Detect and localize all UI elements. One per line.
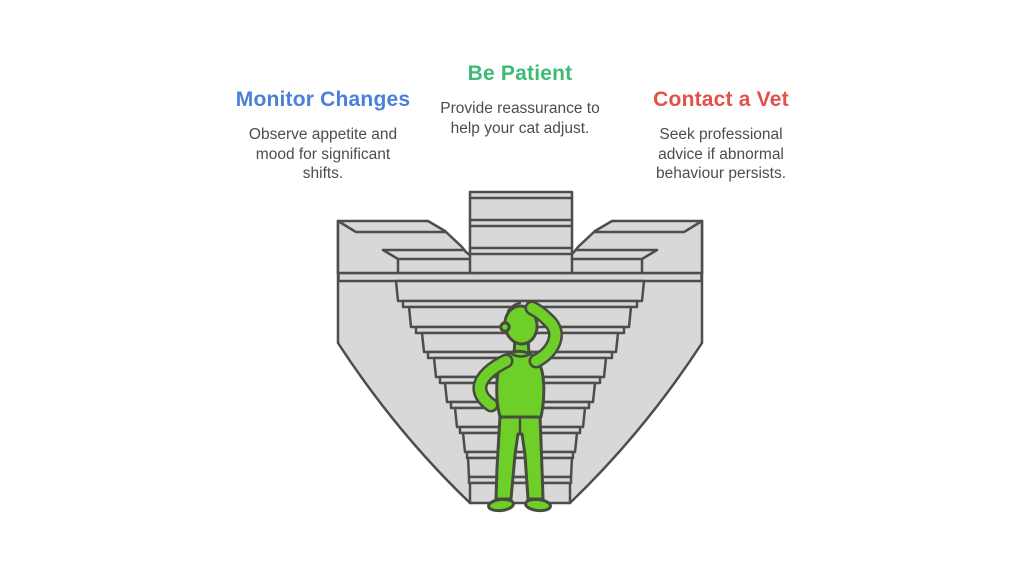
right-stair-wing [560, 219, 704, 275]
step-description-be-patient: Provide reassurance to help your cat adj… [440, 100, 600, 137]
step-title-monitor-changes: Monitor Changes [235, 88, 411, 111]
legs [494, 414, 545, 501]
left-stair-wing-edges [336, 219, 478, 274]
collar-line [510, 352, 532, 358]
stair-riser [394, 279, 646, 303]
left-arm [474, 356, 511, 410]
left-stair-wing [336, 219, 480, 275]
right-apron-outline [568, 219, 704, 505]
stair-riser [466, 456, 574, 479]
stair-riser [468, 481, 572, 505]
step-title-contact-a-vet: Contact a Vet [653, 88, 789, 111]
step-column-contact-a-vet: Contact a Vet Seek professional advice i… [623, 88, 819, 184]
step-description-contact-a-vet: Seek professional advice if abnormal beh… [655, 126, 787, 182]
right-arm [527, 303, 561, 366]
step-column-be-patient: Be Patient Provide reassurance to help y… [418, 62, 622, 138]
step-description-monitor-changes: Observe appetite and mood for significan… [248, 126, 398, 182]
central-stair-tower [468, 190, 574, 275]
right-stair-wing-edges [562, 219, 704, 274]
hair-line [506, 301, 522, 313]
step-title-be-patient: Be Patient [467, 62, 573, 85]
central-stair-tower-edges [468, 196, 574, 256]
left-apron-outline [336, 219, 472, 505]
step-column-monitor-changes: Monitor Changes Observe appetite and moo… [225, 88, 421, 184]
person-figure [472, 300, 563, 513]
stair-riser [461, 431, 579, 454]
ear [499, 321, 511, 333]
